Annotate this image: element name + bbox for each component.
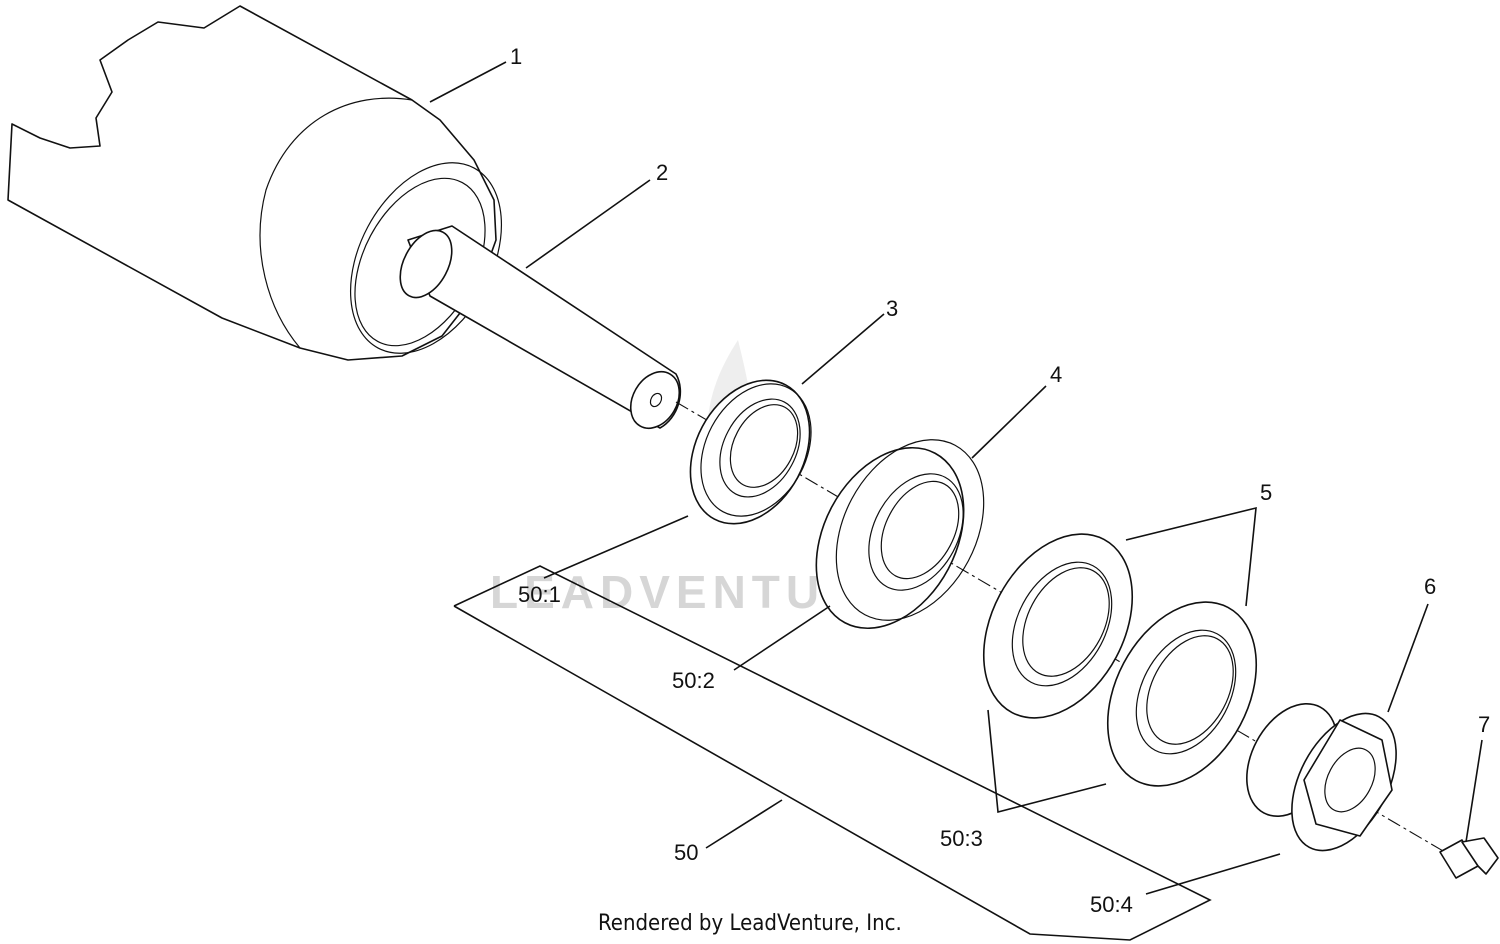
callout-3: 3: [886, 296, 898, 321]
leader-lines: [429, 61, 1483, 941]
callout-2: 2: [656, 160, 668, 185]
callout-5: 5: [1260, 480, 1272, 505]
callout-50-1: 50:1: [518, 582, 561, 607]
part-1-housing: [7, 5, 503, 361]
callout-6: 6: [1424, 574, 1436, 599]
part-3-seal: [689, 379, 812, 525]
part-2-axle-shaft: [399, 225, 682, 430]
callout-50-2: 50:2: [672, 668, 715, 693]
rendered-by-credit: Rendered by LeadVenture, Inc.: [598, 911, 902, 936]
part-6-flanged-nut: [1246, 702, 1397, 852]
part-5-washer-a: [982, 533, 1134, 719]
callout-50-3: 50:3: [940, 826, 983, 851]
callout-7: 7: [1478, 712, 1490, 737]
callout-1: 1: [510, 44, 522, 69]
part-7-grease-fitting: [1439, 837, 1499, 879]
part-5-washer-b: [1106, 601, 1258, 787]
callout-4: 4: [1050, 362, 1062, 387]
part-4-bearing: [815, 439, 985, 630]
callout-50: 50: [674, 840, 698, 865]
callout-50-4: 50:4: [1090, 892, 1133, 917]
